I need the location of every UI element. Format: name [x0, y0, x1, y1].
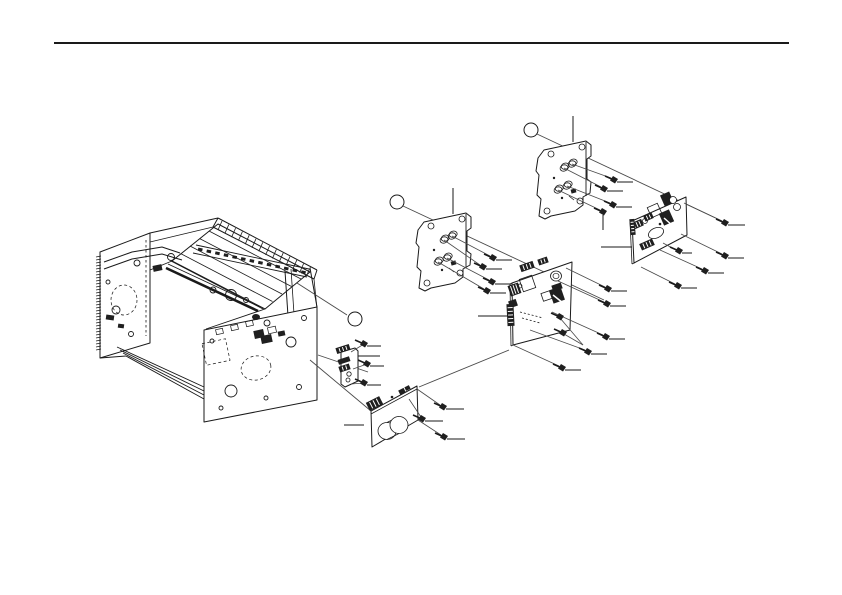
- screw-icon: [553, 328, 567, 337]
- connector-block: [639, 238, 655, 251]
- screw-icon: [715, 251, 744, 260]
- connector-block: [506, 303, 515, 327]
- pcb-middle: [478, 256, 584, 347]
- screw-icon: [593, 207, 607, 230]
- screw-icon: [715, 218, 745, 227]
- connector-block: [643, 212, 654, 222]
- screw-icon: [594, 184, 623, 193]
- plate-bottom: [344, 385, 419, 448]
- screw-icon: [412, 414, 443, 423]
- pcb-right: [601, 191, 688, 265]
- chassis: [95, 217, 318, 423]
- screw-icon: [669, 246, 692, 255]
- screw-icon: [354, 339, 381, 348]
- connector-block: [629, 218, 636, 236]
- callout-circle: [523, 122, 539, 138]
- screw-icon: [477, 286, 506, 295]
- screw-icon: [357, 359, 384, 368]
- screw-icon: [695, 266, 724, 275]
- callout-circle: [389, 194, 405, 210]
- screw-icon: [550, 312, 564, 321]
- screw-icon: [433, 402, 464, 411]
- screw-icon: [598, 284, 627, 293]
- screw-icon: [482, 277, 511, 286]
- screw-icon: [668, 281, 697, 290]
- connector-block: [335, 343, 351, 355]
- bracket-plate-left: [415, 188, 472, 292]
- connector-block: [519, 260, 535, 273]
- screw-icon: [597, 299, 626, 308]
- screw-icon: [604, 175, 633, 184]
- screw-icon: [473, 262, 502, 271]
- screw-icon: [434, 432, 465, 441]
- screw-icon: [596, 332, 625, 341]
- bracket-small: [335, 343, 380, 388]
- callout-circle: [347, 311, 363, 327]
- screw-icon: [552, 363, 581, 372]
- screw-icon: [483, 253, 512, 262]
- axis-leader-lines: [296, 122, 723, 412]
- screw-icon: [603, 200, 632, 209]
- screw-icon: [578, 347, 607, 356]
- screws: [354, 175, 745, 441]
- connector-block: [365, 396, 384, 411]
- screw-icon: [354, 378, 381, 387]
- screw-leader-lines: [350, 163, 723, 436]
- connector-block: [338, 363, 351, 373]
- connector-block: [537, 256, 549, 266]
